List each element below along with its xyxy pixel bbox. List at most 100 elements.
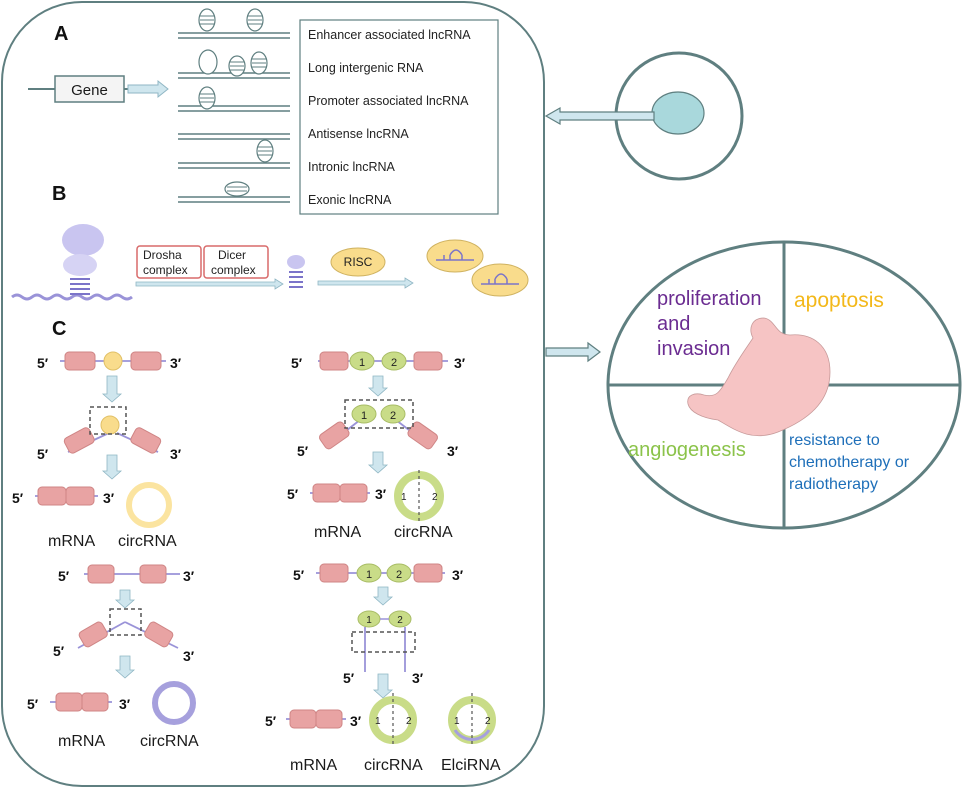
c2-exon-1: 1 <box>359 357 365 369</box>
processing-arrow <box>135 278 284 290</box>
mirisc-1 <box>426 239 484 273</box>
stomach-icon <box>687 317 831 437</box>
c3-three-prime-3: 3′ <box>119 696 131 712</box>
c3-circrna-label: circRNA <box>140 733 199 750</box>
dicer-box <box>203 245 269 279</box>
c4-products <box>286 693 496 747</box>
c2-circ-exon-2: 2 <box>432 492 438 503</box>
lncrna-type-5: Intronic lncRNA <box>308 160 395 174</box>
c1-backsplice <box>63 406 162 454</box>
c2-mrna-label: mRNA <box>314 524 361 541</box>
mirisc-2 <box>471 263 529 297</box>
c4-exon-1: 1 <box>366 569 372 581</box>
c3-backsplice <box>77 608 179 649</box>
c2-five-prime-3: 5′ <box>287 486 299 502</box>
c1-three-prime-3: 3′ <box>103 490 115 506</box>
c1-products <box>35 482 172 528</box>
effect-resistance-line-3: radiotherapy <box>789 476 878 493</box>
c3-three-prime-2: 3′ <box>183 648 195 664</box>
c4-mrna-label: mRNA <box>290 757 337 774</box>
drosha-line-2: complex <box>143 263 188 277</box>
c3-linear-premrna <box>84 564 180 584</box>
c4-circ-exon-1: 1 <box>375 716 381 727</box>
drosha-box <box>136 245 202 279</box>
gene-arrow <box>127 79 169 99</box>
effect-resistance-line-1: resistance to <box>789 432 880 449</box>
c2-arrow-2 <box>367 451 389 474</box>
main-panel-frame <box>1 1 545 787</box>
effect-resistance-line-2: chemotherapy or <box>789 454 910 471</box>
c4-exon-2: 2 <box>396 569 402 581</box>
c4-exon-1b: 1 <box>366 615 372 626</box>
c4-five-prime: 5′ <box>293 567 305 583</box>
c2-three-prime: 3′ <box>454 355 466 371</box>
c3-three-prime: 3′ <box>183 568 195 584</box>
c4-arrow-2 <box>372 673 394 699</box>
c4-linear-premrna <box>316 563 445 583</box>
dicer-line-1: Dicer <box>218 248 246 262</box>
c3-arrow-2 <box>114 655 136 679</box>
c2-three-prime-3: 3′ <box>375 486 387 502</box>
c4-three-prime-2: 3′ <box>412 670 424 686</box>
lncrna-type-4: Antisense lncRNA <box>308 127 409 141</box>
c3-five-prime: 5′ <box>58 568 70 584</box>
c1-three-prime: 3′ <box>170 355 182 371</box>
cell-to-panel-arrow <box>544 106 655 126</box>
c4-circ-exon-2: 2 <box>406 716 412 727</box>
c3-five-prime-3: 5′ <box>27 696 39 712</box>
c1-five-prime-3: 5′ <box>12 490 24 506</box>
c1-arrow-2 <box>101 454 123 480</box>
drosha-line-1: Drosha <box>143 248 182 262</box>
risc-ellipse <box>330 247 386 277</box>
gene-label: Gene <box>71 82 108 99</box>
c1-linear-premrna <box>60 351 166 371</box>
dicer-line-2: complex <box>211 263 256 277</box>
pre-mirna-head <box>287 255 305 269</box>
c2-linear-premrna <box>318 351 448 371</box>
c2-exon-1b: 1 <box>361 410 367 422</box>
c1-arrow-1 <box>101 375 123 403</box>
c4-circrna-label: circRNA <box>364 757 423 774</box>
c1-circrna-label: circRNA <box>118 533 177 550</box>
lncrna-type-6: Exonic lncRNA <box>308 193 392 207</box>
c2-five-prime: 5′ <box>291 355 303 371</box>
effect-apoptosis: apoptosis <box>794 289 884 312</box>
panel-label-b: B <box>52 183 66 205</box>
lncrna-type-1: Enhancer associated lncRNA <box>308 28 471 42</box>
c4-five-prime-3: 5′ <box>265 713 277 729</box>
risc-label: RISC <box>344 255 373 269</box>
gene-box <box>54 75 125 103</box>
c3-five-prime-2: 5′ <box>53 643 65 659</box>
effect-angiogenesis: angiogenesis <box>628 439 746 461</box>
lncrna-type-3: Promoter associated lncRNA <box>308 94 469 108</box>
c2-circrna-label: circRNA <box>394 524 453 541</box>
c4-elcirna-label: ElciRNA <box>441 757 501 774</box>
c4-exon-2b: 2 <box>397 615 403 626</box>
cell-nucleus <box>651 91 705 135</box>
c4-three-prime-3: 3′ <box>350 713 362 729</box>
c3-products <box>50 681 196 725</box>
c4-lariat <box>351 610 416 672</box>
c2-exon-2: 2 <box>391 357 397 369</box>
panel-label-c: C <box>52 318 66 340</box>
c2-arrow-1 <box>367 375 389 397</box>
risc-arrow <box>317 277 414 289</box>
mirisc-rna <box>436 249 519 285</box>
c2-three-prime-2: 3′ <box>447 443 459 459</box>
pri-mirna-stem <box>70 278 90 295</box>
c2-exon-2b: 2 <box>390 410 396 422</box>
primary-transcript-wave <box>11 293 133 301</box>
c2-products <box>310 470 444 522</box>
effect-proliferation-line-1: proliferation <box>657 288 762 310</box>
c4-three-prime: 3′ <box>452 567 464 583</box>
c3-mrna-label: mRNA <box>58 733 105 750</box>
c4-arrow-1 <box>372 586 394 606</box>
panel-to-effects-arrow <box>545 341 601 363</box>
c1-five-prime: 5′ <box>37 355 49 371</box>
effect-proliferation-line-2: and <box>657 313 690 335</box>
c2-five-prime-2: 5′ <box>297 443 309 459</box>
c4-elci-exon-2: 2 <box>485 716 491 727</box>
c4-elci-exon-1: 1 <box>454 716 460 727</box>
